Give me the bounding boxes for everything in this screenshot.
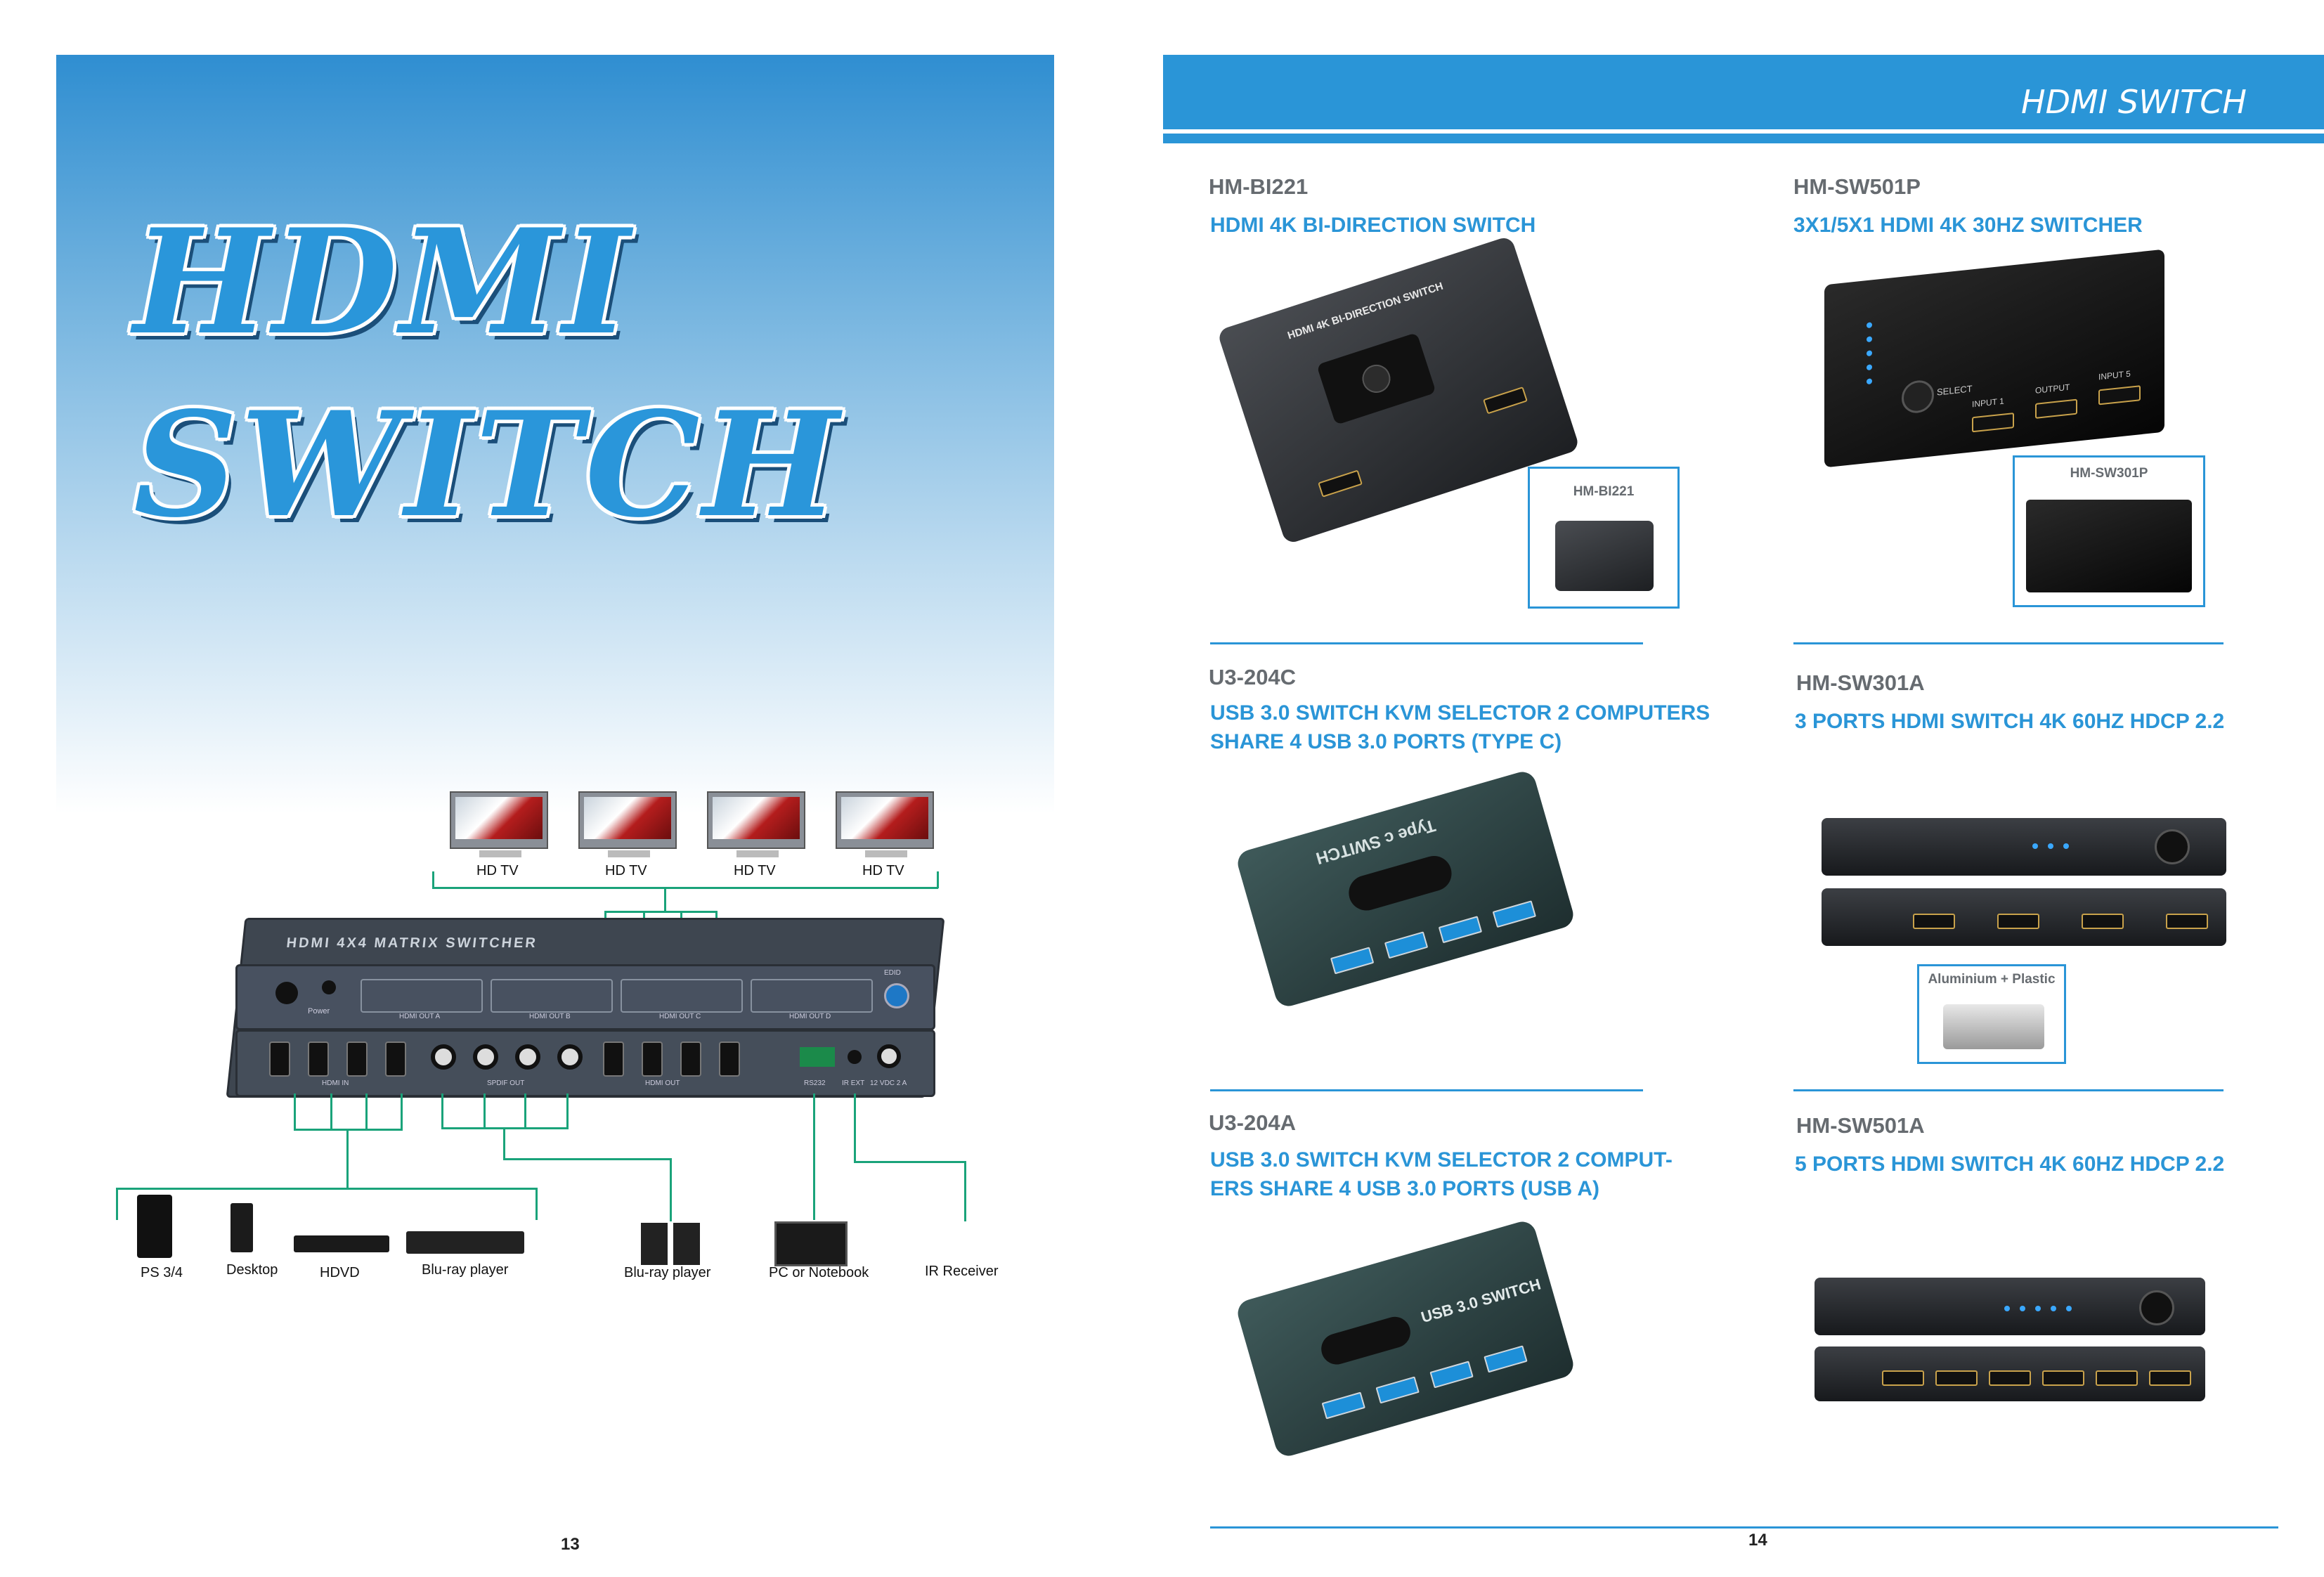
hdmi-out-label: HDMI OUT xyxy=(645,1079,680,1087)
hd-tv-image xyxy=(836,791,934,857)
hdmi-switch-rear-image xyxy=(1822,888,2226,946)
thumbnail-label: HM-SW301P xyxy=(2070,466,2148,481)
product-separator xyxy=(1210,642,1643,644)
product-code: HM-SW501A xyxy=(1796,1113,1925,1138)
product-thumbnail: HM-SW301P xyxy=(2013,455,2205,607)
ir-ext-label: IR EXT xyxy=(842,1079,865,1087)
hdmi-out-d-label: HDMI OUT D xyxy=(789,1013,831,1020)
hdmi-switch-front-image xyxy=(1822,818,2226,876)
port-label: OUTPUT xyxy=(2035,382,2070,396)
output-label: HD TV xyxy=(476,863,519,878)
product-code: HM-SW501P xyxy=(1793,174,1921,199)
connection-diagram: HD TV HD TV HD TV HD TV HDMI 4X4 MATRIX … xyxy=(0,0,1089,1577)
product-separator xyxy=(1210,1089,1643,1091)
matrix-rear-panel: HDMI IN SPDIF OUT HDMI OUT RS232 IR EXT … xyxy=(235,1030,935,1097)
select-label: SELECT xyxy=(1937,383,1973,398)
hdmi-in-label: HDMI IN xyxy=(322,1079,349,1087)
hdmi-out-b-label: HDMI OUT B xyxy=(529,1013,571,1020)
hd-tv-image xyxy=(707,791,805,857)
source-label: HDVD xyxy=(320,1265,360,1280)
hdvd-image xyxy=(294,1235,389,1252)
hd-tv-image xyxy=(450,791,548,857)
bi-direction-switch-image: HDMI 4K BI-DIRECTION SWITCH xyxy=(1216,235,1580,545)
source-label: PS 3/4 xyxy=(141,1265,183,1280)
page-title-line1: HDMI xyxy=(134,198,633,367)
output-label: HD TV xyxy=(862,863,904,878)
speakers-image xyxy=(641,1223,700,1265)
desktop-image xyxy=(231,1203,253,1252)
product-separator xyxy=(1793,1089,2224,1091)
product-title-line2: ERS SHARE 4 USB 3.0 PORTS (USB A) xyxy=(1210,1177,1599,1200)
product-thumbnail: HM-BI221 xyxy=(1528,467,1680,609)
hdmi-switch-rear-image xyxy=(1815,1346,2205,1401)
source-label: Blu-ray player xyxy=(624,1265,711,1280)
thumbnail-label: HM-BI221 xyxy=(1573,484,1635,499)
source-label: Blu-ray player xyxy=(422,1262,509,1278)
output-label: HD TV xyxy=(734,863,776,878)
section-title: HDMI SWITCH xyxy=(2021,83,2247,121)
source-label: PC or Notebook xyxy=(769,1265,869,1280)
product-print-text: HDMI 4K BI-DIRECTION SWITCH xyxy=(1286,280,1445,342)
hdmi-out-c-label: HDMI OUT C xyxy=(659,1013,701,1020)
product-print-text: USB 3.0 SWITCH xyxy=(1419,1275,1543,1327)
port-label: INPUT 1 xyxy=(1972,396,2004,410)
product-code: U3-204C xyxy=(1209,665,1297,689)
product-code: HM-BI221 xyxy=(1209,174,1309,199)
left-banner-background xyxy=(56,55,1054,814)
product-title-line1: USB 3.0 SWITCH KVM SELECTOR 2 COMPUTERS xyxy=(1210,701,1710,725)
power-label: Power xyxy=(308,1007,330,1015)
matrix-front-panel: Power HDMI OUT A HDMI OUT B HDMI OUT C H… xyxy=(235,964,935,1030)
edid-label: EDID xyxy=(884,969,901,977)
product-separator xyxy=(1793,642,2224,644)
page-number-right: 14 xyxy=(1748,1531,1767,1550)
usb-kvm-switch-image: USB 3.0 SWITCH xyxy=(1234,1218,1577,1460)
footer-rule xyxy=(1210,1526,2278,1529)
device-label: HDMI 4X4 MATRIX SWITCHER xyxy=(285,935,539,951)
section-header-bar xyxy=(1163,55,2324,129)
port-label: INPUT 5 xyxy=(2098,368,2131,382)
product-code: U3-204A xyxy=(1209,1110,1297,1135)
page-number-left: 13 xyxy=(561,1535,580,1554)
product-title: 5 PORTS HDMI SWITCH 4K 60HZ HDCP 2.2 xyxy=(1795,1153,2225,1176)
usb-kvm-switch-image: Type c SWITCH xyxy=(1234,768,1577,1010)
product-title: 3X1/5X1 HDMI 4K 30HZ SWITCHER xyxy=(1793,214,2143,237)
section-header-rule xyxy=(1163,134,2324,143)
hd-tv-image xyxy=(578,791,677,857)
output-label: HD TV xyxy=(605,863,647,878)
product-title-line1: USB 3.0 SWITCH KVM SELECTOR 2 COMPUT- xyxy=(1210,1148,1673,1172)
bluray-player-image xyxy=(406,1231,524,1254)
ps4-image xyxy=(137,1195,172,1258)
hdmi-switcher-image: SELECT INPUT 1 OUTPUT INPUT 5 xyxy=(1824,249,2164,468)
product-title: 3 PORTS HDMI SWITCH 4K 60HZ HDCP 2.2 xyxy=(1795,710,2225,733)
source-label: Desktop xyxy=(226,1262,278,1278)
pc-image xyxy=(774,1221,848,1266)
page-title-line2: SWITCH xyxy=(134,381,842,550)
power-input-label: 12 VDC 2 A xyxy=(870,1079,907,1087)
product-thumbnail: Aluminium + Plastic xyxy=(1917,964,2066,1064)
thumbnail-label: Aluminium + Plastic xyxy=(1928,972,2056,987)
hdmi-out-a-label: HDMI OUT A xyxy=(399,1013,441,1020)
spdif-out-label: SPDIF OUT xyxy=(487,1079,525,1087)
product-title: HDMI 4K BI-DIRECTION SWITCH xyxy=(1210,214,1536,237)
product-code: HM-SW301A xyxy=(1796,670,1925,695)
hdmi-switch-front-image xyxy=(1815,1278,2205,1335)
product-title-line2: SHARE 4 USB 3.0 PORTS (TYPE C) xyxy=(1210,730,1562,753)
rs232-label: RS232 xyxy=(804,1079,826,1087)
source-label: IR Receiver xyxy=(925,1264,999,1279)
